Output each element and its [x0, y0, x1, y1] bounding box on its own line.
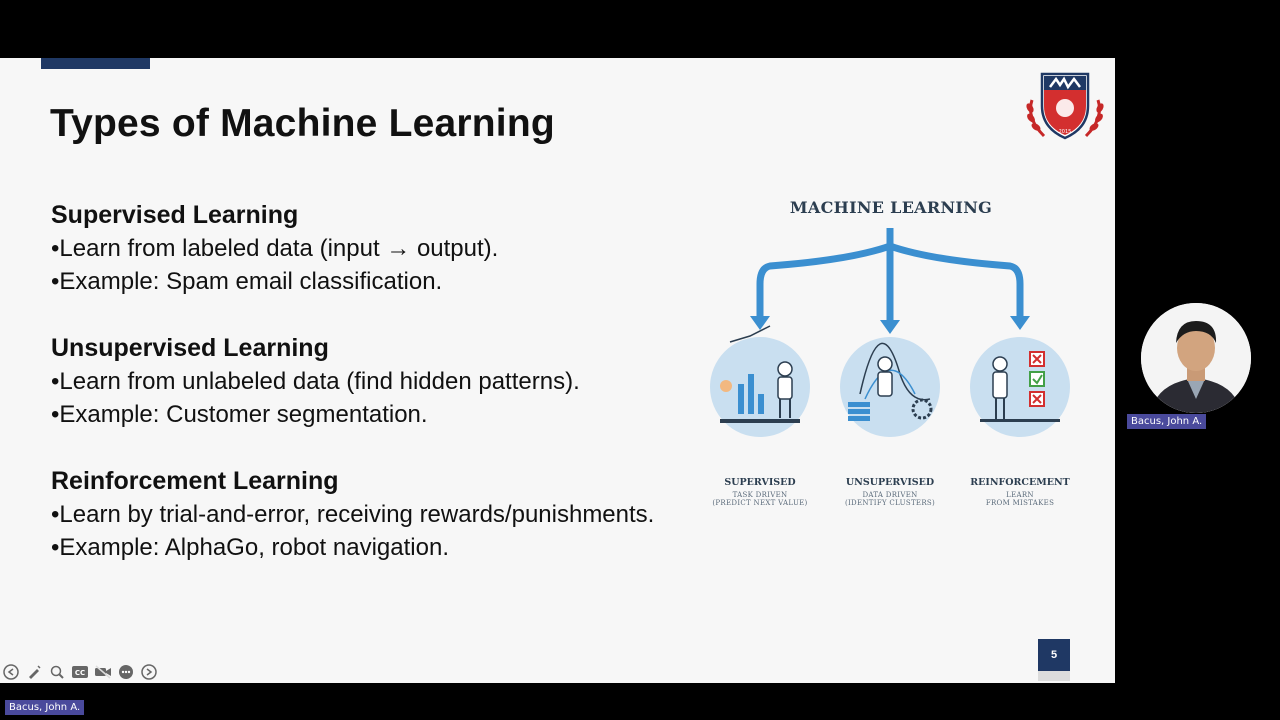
- label-unsupervised: UNSUPERVISED: [845, 477, 935, 488]
- presentation-slide: Types of Machine Learning 2015 Supervise…: [0, 58, 1115, 683]
- diagram-title: MACHINE LEARNING: [789, 198, 993, 217]
- sub-reinforcement-1: LEARN: [1006, 491, 1034, 499]
- bullet: •Learn from labeled data (input → output…: [51, 235, 499, 262]
- section-reinforcement: Reinforcement Learning •Learn by trial-a…: [51, 465, 654, 564]
- svg-text:CC: CC: [75, 669, 85, 677]
- bullet: •Example: AlphaGo, robot navigation.: [51, 534, 449, 561]
- section-unsupervised: Unsupervised Learning •Learn from unlabe…: [51, 332, 580, 431]
- participant-avatar: [1141, 303, 1251, 413]
- label-supervised: SUPERVISED: [724, 477, 796, 488]
- presenter-name-tag: Bacus, John A.: [5, 700, 85, 715]
- slideshow-controls: CC: [2, 664, 158, 680]
- bullet: •Learn from unlabeled data (find hidden …: [51, 368, 580, 395]
- unsupervised-illustration: [840, 337, 940, 437]
- captions-icon[interactable]: CC: [71, 664, 89, 680]
- sub-supervised-1: TASK DRIVEN: [732, 491, 788, 499]
- sub-unsupervised-2: (IDENTIFY CLUSTERS): [844, 499, 936, 507]
- logo-year: 2015: [1059, 129, 1072, 135]
- bullet: •Example: Customer segmentation.: [51, 401, 428, 428]
- more-icon[interactable]: [117, 664, 135, 680]
- slide-accent-bar: [41, 58, 150, 69]
- section-heading: Supervised Learning: [51, 201, 299, 229]
- bullet: •Learn by trial-and-error, receiving rew…: [51, 501, 655, 528]
- diagram-arrows: [710, 228, 1070, 437]
- bullet: •Example: Spam email classification.: [51, 268, 443, 295]
- ml-diagram: MACHINE LEARNING: [700, 194, 1090, 507]
- section-heading: Unsupervised Learning: [51, 334, 329, 362]
- section-supervised: Supervised Learning •Learn from labeled …: [51, 199, 498, 298]
- participant-name-tag: Bacus, John A.: [1127, 414, 1207, 429]
- university-logo: 2015: [1026, 72, 1104, 140]
- supervised-illustration: [710, 325, 810, 437]
- forward-icon[interactable]: [140, 664, 158, 680]
- pen-icon[interactable]: [25, 664, 43, 680]
- slide-title: Types of Machine Learning: [50, 102, 555, 145]
- back-icon[interactable]: [2, 664, 20, 680]
- participant-video[interactable]: [1141, 303, 1251, 413]
- zoom-icon[interactable]: [48, 664, 66, 680]
- label-reinforcement: REINFORCEMENT: [970, 477, 1070, 488]
- page-number-shadow: [1038, 671, 1070, 681]
- section-heading: Reinforcement Learning: [51, 467, 339, 495]
- camera-off-icon[interactable]: [94, 664, 112, 680]
- sub-unsupervised-1: DATA DRIVEN: [862, 491, 918, 499]
- page-number: 5: [1038, 639, 1070, 671]
- sub-supervised-2: (PREDICT NEXT VALUE): [712, 499, 808, 507]
- reinforcement-illustration: [970, 337, 1070, 437]
- sub-reinforcement-2: FROM MISTAKES: [985, 499, 1055, 507]
